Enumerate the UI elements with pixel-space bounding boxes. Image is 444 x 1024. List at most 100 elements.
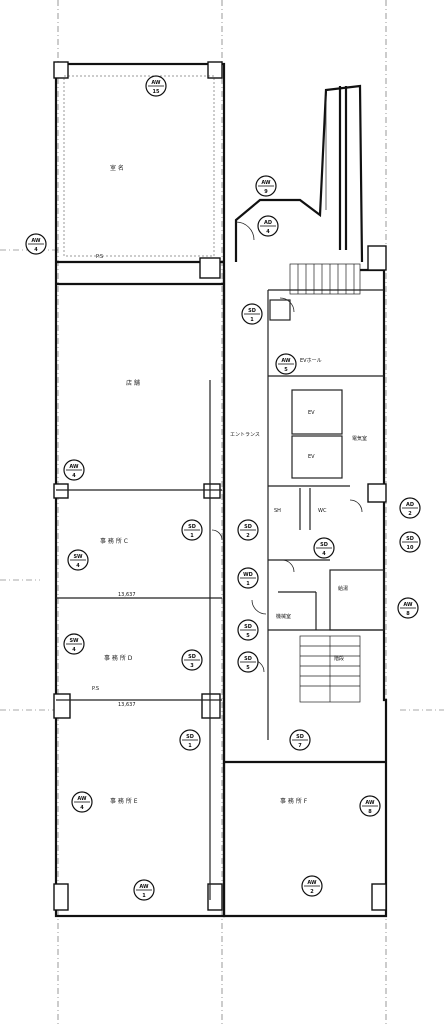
- tag-bubble-sd-1: SD 1: [241, 303, 263, 325]
- dashed-room-outline: [63, 75, 215, 257]
- tag-bubble-number: 4: [80, 805, 84, 811]
- tag-bubble-number: 2: [408, 511, 412, 517]
- tag-bubble-number: 4: [72, 473, 76, 479]
- tag-bubble-ad-door: AD 4: [257, 215, 279, 237]
- tag-bubble-number: 4: [76, 563, 80, 569]
- tag-bubble-type: SD: [244, 624, 252, 630]
- tag-bubble-type: SW: [69, 638, 79, 644]
- tag-bubble-sd-c: SD 1: [181, 519, 203, 541]
- tag-bubble-number: 8: [406, 611, 410, 617]
- tag-bubble-number: 4: [72, 647, 76, 653]
- tag-bubble-ad-right: AD 2: [399, 497, 421, 519]
- tag-bubble-type: AW: [307, 880, 317, 886]
- tag-bubble-number: 7: [298, 743, 302, 749]
- tag-bubble-number: 1: [246, 581, 250, 587]
- tag-bubble-aw-top: AW 15: [145, 75, 167, 97]
- tag-bubble-type: AW: [139, 884, 149, 890]
- tag-bubble-aw-bot-l: AW 1: [133, 879, 155, 901]
- tag-bubble-type: SD: [188, 524, 196, 530]
- room-ev-hall: EVホール: [300, 358, 322, 364]
- tag-bubble-sd-5: SD 5: [237, 619, 259, 641]
- tag-bubble-type: AW: [77, 796, 87, 802]
- partitions: [56, 289, 385, 900]
- room-machine: 機械室: [276, 613, 291, 620]
- tag-bubble-number: 4: [34, 247, 38, 253]
- room-wc: WC: [318, 508, 327, 514]
- tag-bubble-number: 9: [264, 189, 268, 195]
- tag-bubble-type: SD: [320, 542, 328, 548]
- tag-bubble-number: 10: [407, 545, 414, 551]
- tag-bubble-number: 1: [142, 893, 146, 899]
- tag-bubble-type: AD: [406, 502, 414, 508]
- tag-bubble-sd-4: SD 4: [313, 537, 335, 559]
- tag-bubble-aw-right: AW 8: [397, 597, 419, 619]
- tag-bubble-sd-7: SD 7: [289, 729, 311, 751]
- stairs: [289, 96, 361, 703]
- tag-bubble-type: AW: [261, 180, 271, 186]
- room-pantry: 給湯: [338, 585, 348, 592]
- tag-bubble-type: SD: [244, 656, 252, 662]
- room-corridor: エントランス: [230, 432, 260, 438]
- tag-bubble-type: AW: [281, 358, 291, 364]
- room-mid: 店 舗: [126, 379, 140, 387]
- tag-bubble-type: SD: [186, 734, 194, 740]
- tag-bubble-type: AW: [31, 238, 41, 244]
- room-top: 室 名: [110, 164, 124, 172]
- room-ev1: EV: [308, 410, 315, 416]
- ps-top-label: P.S: [96, 254, 103, 260]
- tag-bubble-number: 5: [284, 367, 288, 373]
- room-ev2: EV: [308, 454, 315, 460]
- tag-bubble-type: SW: [73, 554, 83, 560]
- tag-bubble-number: 3: [190, 663, 194, 669]
- tag-bubble-number: 4: [266, 229, 270, 235]
- tag-bubble-type: AD: [264, 220, 272, 226]
- dim-top: 13,637: [118, 592, 136, 598]
- walls: [54, 62, 388, 918]
- tag-bubble-type: AW: [403, 602, 413, 608]
- tag-bubble-number: 1: [188, 743, 192, 749]
- room-office-f: 事 務 所 F: [280, 797, 308, 805]
- tag-bubble-sd-d: SD 3: [181, 649, 203, 671]
- room-shower: SH: [274, 508, 281, 514]
- tag-bubble-number: 1: [190, 533, 194, 539]
- tag-bubble-type: SD: [248, 308, 256, 314]
- dim-bottom: 13,637: [118, 702, 136, 708]
- tag-bubble-aw-e: AW 4: [71, 791, 93, 813]
- tag-bubble-sd-6: SD 5: [237, 651, 259, 673]
- tag-bubbles: AW15AW4AW9AD4SD1AW5SD1SD2SW4SD3SW4SD4WD1…: [25, 75, 421, 901]
- tag-bubble-sw-c: SW 4: [67, 549, 89, 571]
- tag-bubble-number: 4: [322, 551, 326, 557]
- tag-bubble-number: 8: [368, 809, 372, 815]
- dimension-labels: 13,637 13,637 P.S P.S: [92, 254, 136, 708]
- ps-mid-label: P.S: [92, 686, 99, 692]
- tag-bubble-aw-stair: AW 9: [255, 175, 277, 197]
- tag-bubble-type: AW: [69, 464, 79, 470]
- tag-bubble-type: WD: [243, 572, 253, 578]
- room-labels: 室 名 店 舗 事 務 所 C 事 務 所 D 事 務 所 E 事 務 所 F …: [100, 164, 367, 805]
- tag-bubble-aw-2: AW 5: [275, 353, 297, 375]
- tag-bubble-aw-mid: AW 4: [63, 459, 85, 481]
- tag-bubble-aw-left: AW 4: [25, 233, 47, 255]
- room-office-e: 事 務 所 E: [110, 797, 138, 805]
- tag-bubble-sd-e: SD 1: [179, 729, 201, 751]
- tag-bubble-type: SD: [188, 654, 196, 660]
- tag-bubble-aw-f: AW8: [359, 795, 381, 817]
- room-elec: 電気室: [352, 435, 367, 442]
- tag-bubble-sw-d: SW 4: [63, 633, 85, 655]
- tag-bubble-sd-2: SD2: [237, 519, 259, 541]
- room-office-c: 事 務 所 C: [100, 537, 128, 545]
- tag-bubble-number: 2: [246, 533, 250, 539]
- tag-bubble-number: 5: [246, 665, 250, 671]
- tag-bubble-number: 5: [246, 633, 250, 639]
- room-office-d: 事 務 所 D: [104, 654, 133, 662]
- tag-bubble-type: SD: [296, 734, 304, 740]
- tag-bubble-number: 1: [250, 317, 254, 323]
- tag-bubble-number: 2: [310, 889, 314, 895]
- tag-bubble-number: 15: [153, 89, 160, 95]
- room-stairs: 階段: [334, 655, 344, 662]
- tag-bubble-type: AW: [151, 80, 161, 86]
